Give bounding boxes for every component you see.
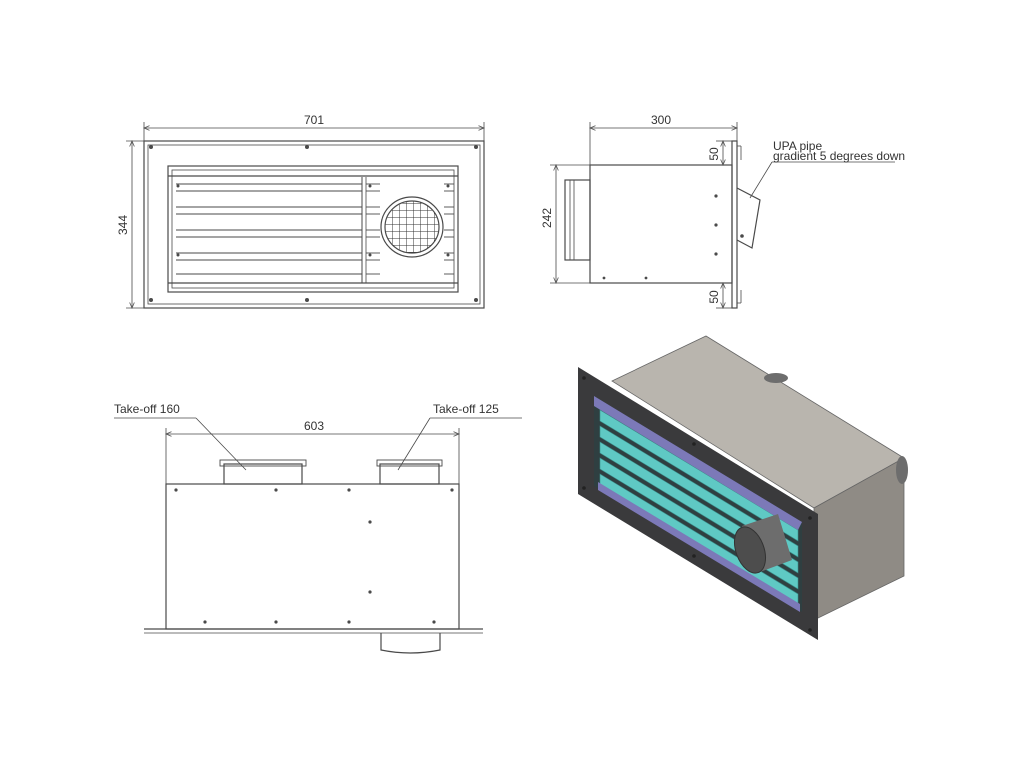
louver-bottom-rail — [598, 482, 800, 612]
side-depth-label: 300 — [651, 113, 671, 127]
louver-top-rail — [594, 396, 802, 530]
side-spigot — [564, 179, 591, 261]
top-screws — [174, 488, 454, 624]
top-housing — [165, 483, 460, 630]
takeoff-160-leader — [195, 417, 247, 471]
top-view — [114, 417, 522, 654]
isometric-view — [578, 335, 908, 640]
takeoff-125-spigot — [379, 463, 440, 485]
round-duct-end — [733, 526, 767, 574]
takeoff-125-leader — [397, 417, 431, 471]
upa-pipe-note: UPA pipe — [773, 139, 822, 153]
grille-mesh — [384, 200, 440, 254]
top-width-label: 603 — [304, 419, 324, 433]
side-bottom-offset-label: 50 — [707, 290, 721, 304]
upa-gradient-note: gradient 5 degrees down — [773, 149, 905, 163]
side-housing — [589, 164, 733, 284]
upa-pipe — [736, 187, 761, 249]
side-view — [550, 122, 895, 308]
bottom-spigot — [380, 633, 441, 654]
back-duct — [764, 373, 788, 383]
front-flange — [143, 140, 485, 309]
front-louver-blades — [176, 183, 454, 275]
upa-leader — [749, 161, 773, 199]
front-screws — [149, 145, 478, 302]
front-view — [126, 122, 484, 308]
front-width-label: 701 — [304, 113, 324, 127]
takeoff-160-label: Take-off 160 — [114, 402, 180, 416]
side-flange — [731, 140, 738, 309]
side-duct — [896, 456, 908, 484]
side-top-offset-label: 50 — [707, 147, 721, 161]
side-height-label: 242 — [540, 208, 554, 228]
takeoff-125-label: Take-off 125 — [433, 402, 499, 416]
louver-slat — [599, 409, 799, 542]
frame-screws — [582, 376, 812, 632]
side-screws — [602, 194, 744, 280]
front-height-label: 344 — [116, 215, 130, 235]
takeoff-160-spigot — [223, 463, 303, 485]
